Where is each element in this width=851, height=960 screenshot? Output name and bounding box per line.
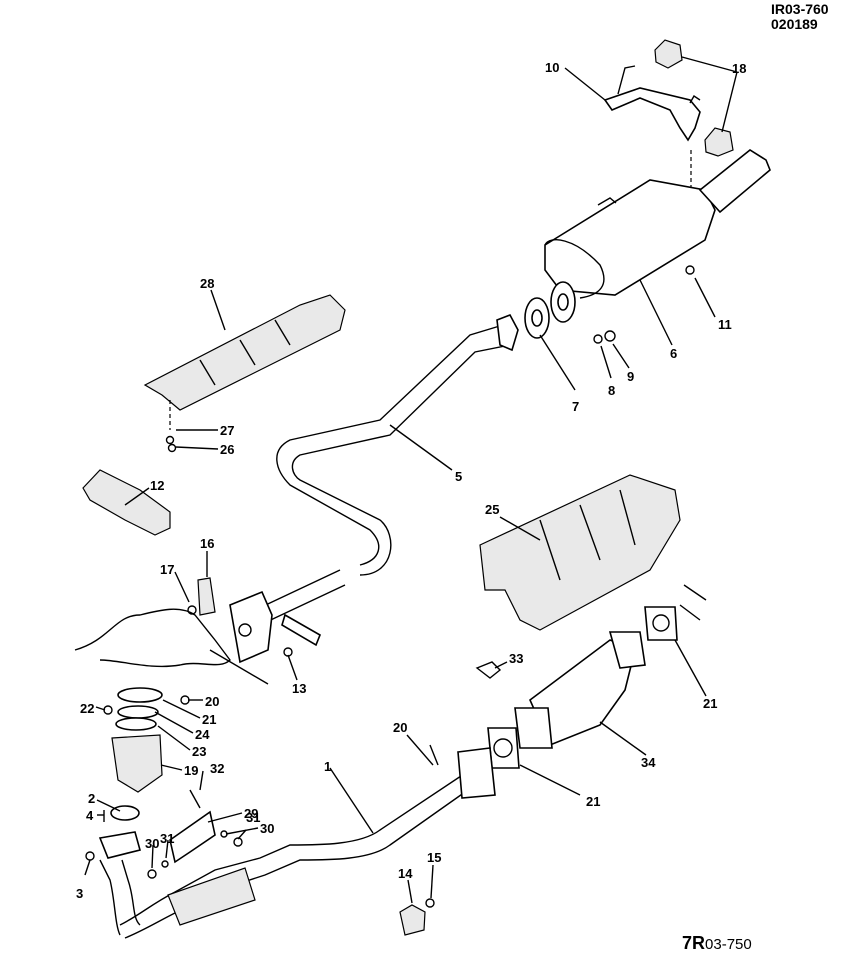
- callout-12: 12: [150, 478, 165, 493]
- callout-15: 15: [427, 850, 442, 865]
- muffler-gaskets: [524, 281, 576, 339]
- callout-21-pipe: 21: [586, 794, 601, 809]
- callout-25: 25: [485, 502, 500, 517]
- intermediate-pipe: [276, 313, 519, 576]
- callout-22: 22: [80, 701, 95, 716]
- callout-10: 10: [545, 60, 560, 75]
- callout-8: 8: [608, 383, 616, 398]
- callout-30-left: 30: [145, 836, 160, 851]
- support-bracket: [169, 789, 216, 864]
- rubber-hanger: [399, 898, 435, 936]
- callout-7: 7: [572, 399, 580, 414]
- callout-20-lower: 20: [393, 720, 408, 735]
- callout-19: 19: [184, 763, 199, 778]
- callout-29: 29: [244, 806, 259, 821]
- callout-34: 34: [641, 755, 656, 770]
- rubber-insulators: [654, 39, 734, 157]
- callout-21-manifold: 21: [202, 712, 217, 727]
- callout-17: 17: [160, 562, 175, 577]
- callout-18: 18: [732, 61, 747, 76]
- callout-26: 26: [220, 442, 235, 457]
- drawing-reference: 7R03-750: [682, 933, 752, 954]
- heat-shield-upper: [143, 294, 346, 430]
- drawing-code-bottom: 020189: [771, 16, 818, 32]
- callout-28: 28: [200, 276, 215, 291]
- hanger-bracket: [603, 65, 701, 245]
- converter-gasket: [487, 727, 520, 769]
- bracket: [82, 469, 171, 536]
- callout-23: 23: [192, 744, 207, 759]
- callout-24: 24: [195, 727, 210, 742]
- callout-30-right: 30: [260, 821, 275, 836]
- catalytic-converter: [514, 584, 707, 749]
- callout-9: 9: [627, 369, 635, 384]
- callout-14: 14: [398, 866, 413, 881]
- callout-1: 1: [324, 759, 332, 774]
- callout-20-upper: 20: [205, 694, 220, 709]
- callout-16: 16: [200, 536, 215, 551]
- callout-31-right: 31: [246, 810, 261, 825]
- muffler: [544, 149, 771, 299]
- front-pipe: [99, 747, 496, 939]
- drawing-code-top: IR03-760: [771, 1, 829, 17]
- callout-21-right: 21: [703, 696, 718, 711]
- clip: [475, 661, 502, 679]
- callout-2: 2: [88, 791, 96, 806]
- callout-33: 33: [509, 651, 524, 666]
- callout-32: 32: [210, 761, 225, 776]
- callout-13: 13: [292, 681, 307, 696]
- callout-27: 27: [220, 423, 235, 438]
- heat-shield-lower: [479, 474, 681, 631]
- callout-31-left: 31: [160, 831, 175, 846]
- leader-lines: [84, 56, 738, 904]
- drawing-reference-number: 03-750: [705, 936, 752, 953]
- callout-6: 6: [670, 346, 678, 361]
- resonator-pipe: [197, 569, 346, 685]
- callout-5: 5: [455, 469, 463, 484]
- callout-4: 4: [86, 808, 94, 823]
- callout-3: 3: [76, 886, 84, 901]
- callout-11: 11: [718, 317, 732, 332]
- drawing-reference-prefix: 7R: [682, 933, 706, 953]
- exhaust-manifold: [74, 608, 231, 668]
- front-converter: [98, 687, 163, 859]
